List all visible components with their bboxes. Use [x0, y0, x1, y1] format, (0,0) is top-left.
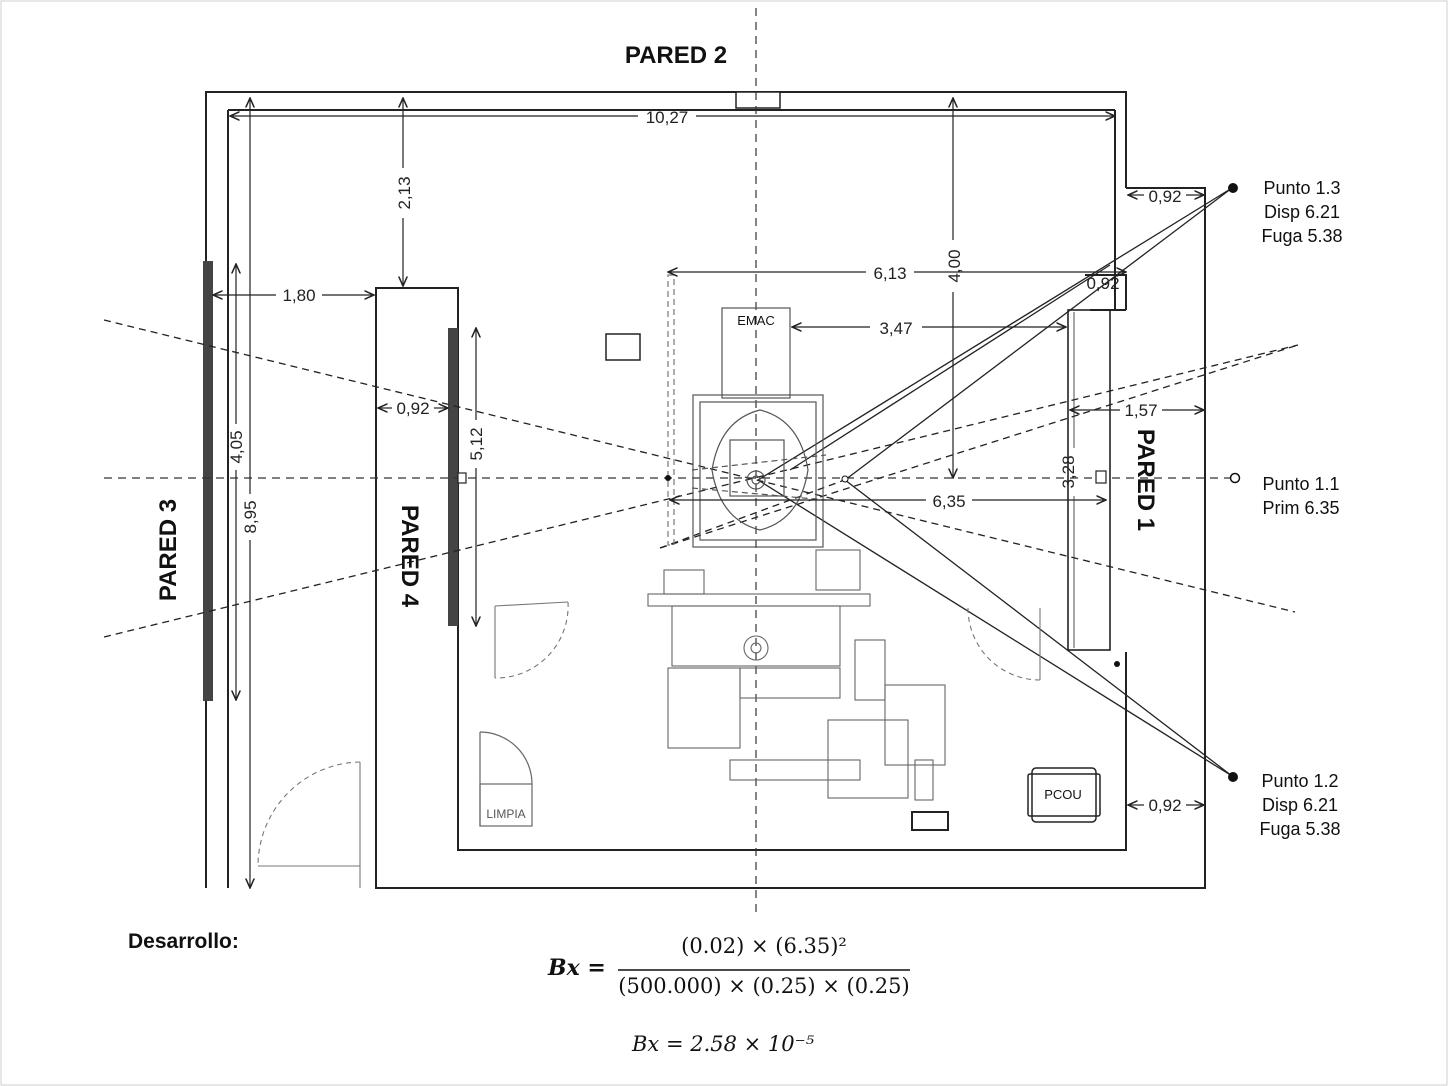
focus-marker	[665, 475, 671, 481]
wall-title-pared3: PARED 3	[155, 499, 182, 601]
formula-lhs: Bx =	[548, 955, 606, 981]
wall-title-pared1: PARED 1	[1132, 429, 1159, 531]
dim-top-gap: 2,13	[395, 176, 414, 209]
dim-right-157: 1,57	[1124, 401, 1157, 420]
dim-right-328: 3,28	[1059, 455, 1078, 488]
formula-result: Bx = 2.58 × 10⁻⁵	[632, 1032, 815, 1056]
dim-mid-length: 6,13	[873, 264, 906, 283]
limpia-cabinet	[479, 731, 533, 827]
point-1-2-disp: Disp 6.21	[1262, 795, 1338, 815]
doors	[257, 601, 1041, 888]
dim-vertical-400: 4,00	[945, 249, 964, 282]
building-walls	[205, 91, 1206, 889]
label-emac: EMAC	[737, 313, 775, 328]
formula-denominator: (500.000) × (0.25) × (0.25)	[618, 974, 910, 998]
dim-emac-wall: 3,47	[879, 319, 912, 338]
point-1-1-prim: Prim 6.35	[1262, 498, 1339, 518]
dim-wall4-len: 5,12	[467, 427, 486, 460]
top-window	[735, 91, 781, 109]
sensor-left	[457, 472, 467, 484]
formula-numerator: (0.02) × (6.35)²	[681, 934, 847, 958]
label-pcou: PCOU	[1044, 787, 1082, 802]
point-1-2-label: Punto 1.2	[1261, 771, 1338, 791]
point-1-3-marker	[1228, 183, 1238, 193]
dim-right-092-b: 0,92	[1086, 274, 1119, 293]
equipment-table	[647, 549, 946, 801]
pared4-shield-bar	[448, 328, 458, 626]
dimension-lines	[213, 98, 1204, 888]
point-1-2-marker	[1228, 772, 1238, 782]
wall-box	[605, 333, 641, 361]
dim-total-height: 8,95	[241, 500, 260, 533]
dim-right-092-a: 0,92	[1148, 187, 1181, 206]
iso-marker	[841, 475, 849, 483]
dim-dist-635: 6,35	[932, 492, 965, 511]
dim-left-092: 0,92	[396, 399, 429, 418]
dim-width-top: 10,27	[646, 108, 689, 127]
sensor-right	[1095, 470, 1107, 484]
development-heading: Desarrollo:	[128, 930, 239, 953]
wall-title-pared4: PARED 4	[396, 505, 423, 608]
point-1-3-fuga: Fuga 5.38	[1261, 226, 1342, 246]
source-marker	[1114, 661, 1120, 667]
point-1-2-fuga: Fuga 5.38	[1259, 819, 1340, 839]
point-1-3-disp: Disp 6.21	[1264, 202, 1340, 222]
floor-box	[911, 811, 949, 831]
dim-right-092-c: 0,92	[1148, 796, 1181, 815]
point-1-1-marker	[1229, 472, 1241, 484]
point-1-1-label: Punto 1.1	[1262, 474, 1339, 494]
projection-lines	[757, 187, 1233, 777]
dim-wall3-len: 4,05	[227, 430, 246, 463]
pcou-console	[1027, 767, 1101, 823]
pared3-shield-bar	[203, 261, 213, 701]
label-limpia: LIMPIA	[486, 807, 525, 821]
dim-left-gap: 1,80	[282, 286, 315, 305]
wall-title-pared2: PARED 2	[625, 42, 727, 69]
point-1-3-label: Punto 1.3	[1263, 178, 1340, 198]
